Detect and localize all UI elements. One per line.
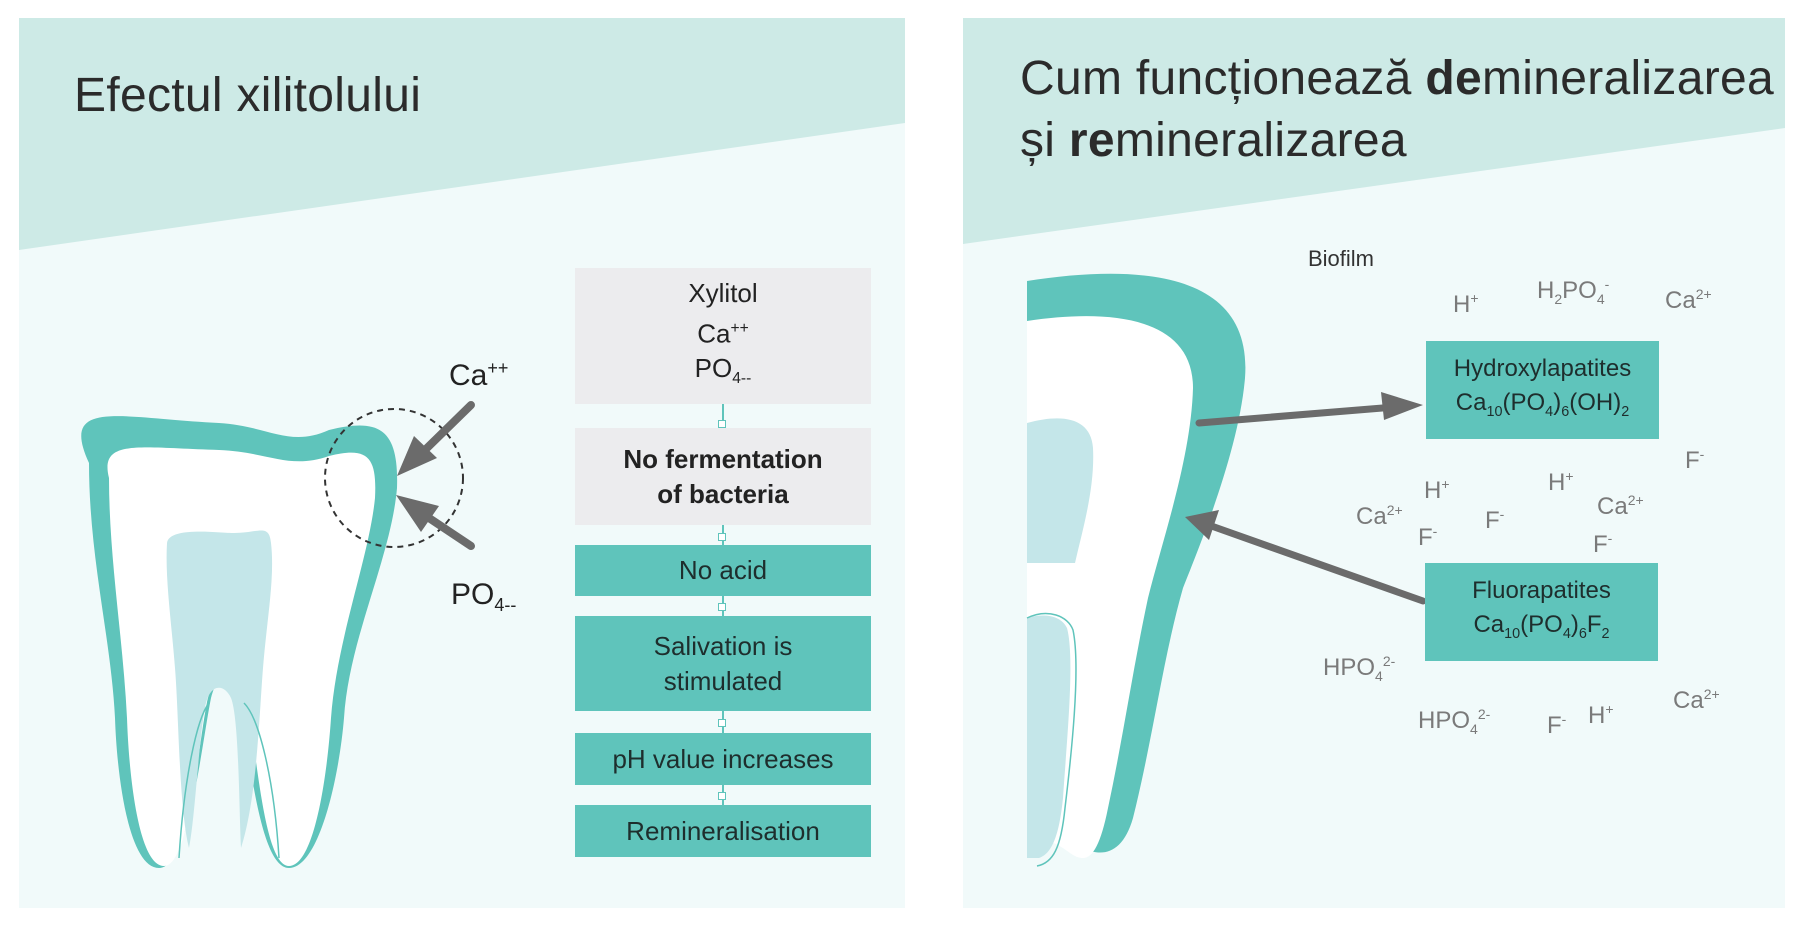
step-box-no-fermentation: No fermentation of bacteria bbox=[575, 428, 871, 525]
step-box-no-acid: No acid bbox=[575, 545, 871, 596]
tooth-section-illustration bbox=[1026, 273, 1427, 867]
hydroxylapatites-box: Hydroxylapatites Ca10(PO4)6(OH)2 bbox=[1426, 341, 1659, 439]
ion-ca: Ca2+ bbox=[1356, 502, 1403, 530]
panel-title: Efectul xilitolului bbox=[74, 69, 422, 122]
ion-ca: Ca2+ bbox=[1597, 492, 1644, 520]
ion-h: H+ bbox=[1424, 476, 1450, 504]
fluorapatites-box: Fluorapatites Ca10(PO4)6F2 bbox=[1425, 563, 1658, 661]
po4-ion-label: PO4-- bbox=[451, 578, 517, 615]
pulp-shape bbox=[1027, 418, 1094, 563]
step-box-xylitol: Xylitol Ca++ PO4-- bbox=[575, 268, 871, 404]
tooth-illustration bbox=[81, 401, 475, 868]
xylitol-effect-panel: Efectul xilitolului Ca++ PO4-- Xylitol C… bbox=[19, 18, 905, 908]
ion-ca: Ca2+ bbox=[1673, 686, 1720, 714]
ion-hpo4: HPO42- bbox=[1323, 653, 1396, 684]
step-box-ph-increase: pH value increases bbox=[575, 733, 871, 785]
ion-h: H+ bbox=[1453, 290, 1479, 318]
step-box-salivation: Salivation is stimulated bbox=[575, 616, 871, 711]
ion-f: F- bbox=[1593, 530, 1613, 558]
ion-f: F- bbox=[1485, 506, 1505, 534]
ion-h: H+ bbox=[1588, 701, 1614, 729]
ion-f: F- bbox=[1418, 523, 1438, 551]
ion-f: F- bbox=[1547, 711, 1567, 739]
header-band bbox=[963, 18, 1785, 244]
ion-f: F- bbox=[1685, 446, 1705, 474]
ion-h: H+ bbox=[1548, 468, 1574, 496]
step-box-remineralisation: Remineralisation bbox=[575, 805, 871, 857]
ion-ca: Ca2+ bbox=[1665, 286, 1712, 314]
header-band bbox=[19, 18, 905, 250]
ion-hpo4: HPO42- bbox=[1418, 706, 1491, 737]
ca-ion-label: Ca++ bbox=[449, 358, 509, 392]
panel-title: Cum funcționează demineralizarea și remi… bbox=[1020, 52, 1774, 167]
pulp-shape bbox=[166, 530, 273, 848]
demineralization-panel: Cum funcționează demineralizarea și remi… bbox=[963, 18, 1785, 908]
biofilm-label: Biofilm bbox=[1308, 246, 1375, 271]
root-canal-shape bbox=[1027, 615, 1071, 858]
ion-h2po4: H2PO4- bbox=[1537, 276, 1610, 307]
focus-circle bbox=[324, 408, 464, 548]
